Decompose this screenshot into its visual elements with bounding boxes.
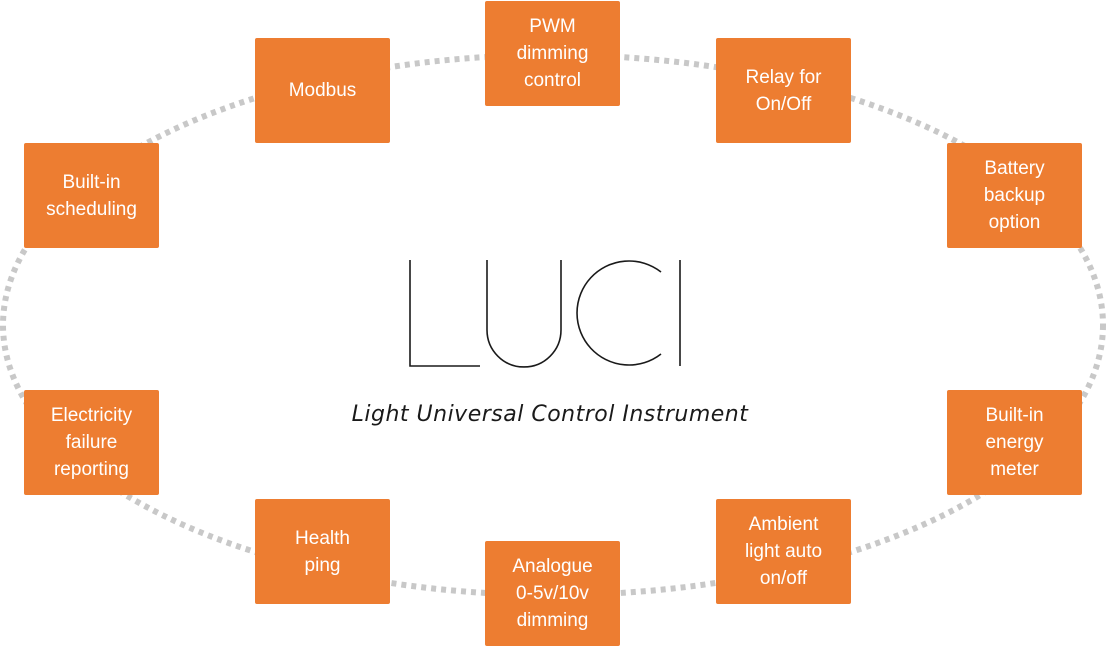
feature-electricity-failure: Electricity failure reporting bbox=[24, 390, 159, 495]
feature-energy-meter-label: Built-in energy meter bbox=[985, 405, 1044, 480]
feature-ambient-light-label: Ambient light auto on/off bbox=[744, 514, 823, 589]
feature-scheduling-label: Built-in scheduling bbox=[46, 171, 137, 220]
feature-battery-backup: Battery backup option bbox=[947, 143, 1082, 248]
feature-health-ping-label: Health ping bbox=[295, 527, 350, 576]
subtitle: Light Universal Control Instrument bbox=[351, 402, 749, 427]
feature-pwm-dimming-label: PWM dimming control bbox=[516, 16, 589, 91]
feature-relay: Relay for On/Off bbox=[716, 38, 851, 143]
feature-health-ping: Health ping bbox=[255, 499, 390, 604]
feature-pwm-dimming: PWM dimming control bbox=[485, 1, 620, 106]
feature-modbus: Modbus bbox=[255, 38, 390, 143]
feature-energy-meter: Built-in energy meter bbox=[947, 390, 1082, 495]
luci-logo bbox=[409, 260, 681, 368]
feature-ambient-light: Ambient light auto on/off bbox=[716, 499, 851, 604]
feature-battery-backup-label: Battery backup option bbox=[983, 158, 1046, 233]
feature-electricity-failure-label: Electricity failure reporting bbox=[50, 405, 133, 480]
feature-relay-label: Relay for On/Off bbox=[745, 66, 822, 115]
feature-scheduling: Built-in scheduling bbox=[24, 143, 159, 248]
feature-analogue-dimming: Analogue 0-5v/10v dimming bbox=[485, 541, 620, 646]
feature-analogue-dimming-label: Analogue 0-5v/10v dimming bbox=[512, 556, 593, 631]
feature-modbus-label: Modbus bbox=[288, 80, 357, 101]
